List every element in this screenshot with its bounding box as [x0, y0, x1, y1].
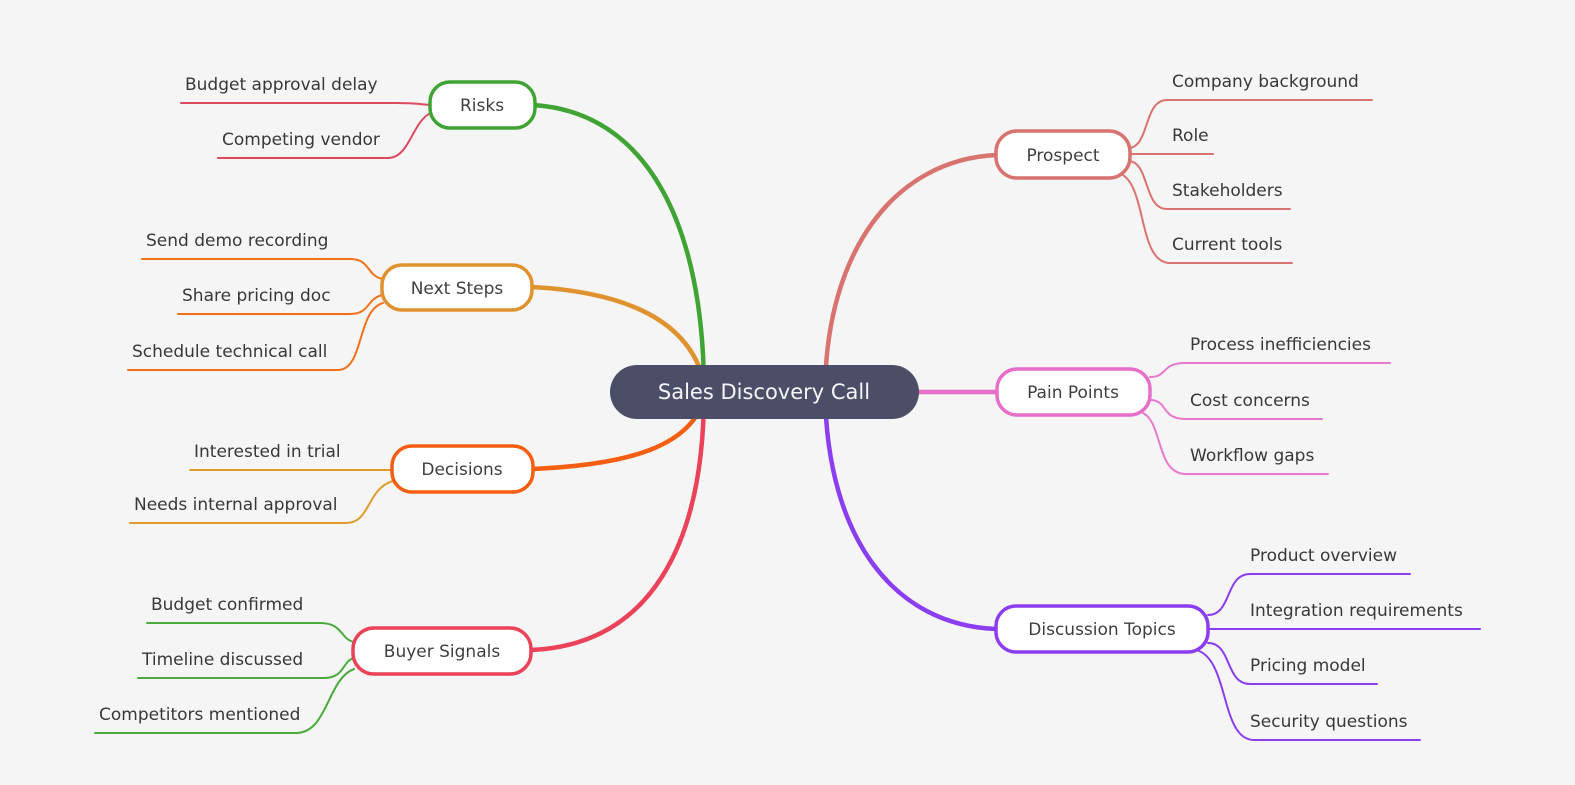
leaf-line-risks-0 — [180, 102, 432, 106]
leaf-item-buyer-signals-0[interactable]: Budget confirmed — [151, 595, 303, 615]
leaf-item-prospect-2[interactable]: Stakeholders — [1172, 181, 1283, 201]
branch-node-discussion-topics[interactable] — [994, 604, 1210, 654]
branch-label-risks: Risks — [460, 96, 504, 116]
leaf-line-prospect-0 — [1127, 99, 1373, 149]
leaf-item-discussion-2[interactable]: Pricing model — [1250, 656, 1366, 676]
branch-label-decisions: Decisions — [421, 460, 502, 480]
leaf-line-risks-1 — [217, 112, 432, 159]
leaf-item-prospect-0[interactable]: Company background — [1172, 72, 1359, 92]
leaf-line-next-steps-1 — [177, 294, 384, 315]
leaf-item-discussion-0[interactable]: Product overview — [1250, 546, 1397, 566]
branch-label-pain-points: Pain Points — [1027, 383, 1119, 403]
leaf-item-risks-0[interactable]: Budget approval delay — [185, 75, 378, 95]
leaf-item-buyer-signals-1[interactable]: Timeline discussed — [141, 650, 303, 670]
leaf-item-prospect-1[interactable]: Role — [1172, 126, 1209, 146]
leaf-line-discussion-0 — [1207, 573, 1411, 616]
leaf-item-risks-1[interactable]: Competing vendor — [222, 130, 380, 150]
leaf-item-decisions-1[interactable]: Needs internal approval — [134, 495, 338, 515]
leaf-item-discussion-1[interactable]: Integration requirements — [1250, 601, 1463, 621]
branch-node-buyer-signals[interactable] — [351, 626, 533, 676]
leaf-item-next-steps-0[interactable]: Send demo recording — [146, 231, 328, 251]
leaf-line-discussion-3 — [1198, 650, 1421, 741]
leaf-item-decisions-0[interactable]: Interested in trial — [194, 442, 341, 462]
leaf-item-buyer-signals-2[interactable]: Competitors mentioned — [99, 705, 300, 725]
central-node-label: Sales Discovery Call — [658, 380, 870, 404]
leaf-item-pain-points-2[interactable]: Workflow gaps — [1190, 446, 1314, 466]
leaf-item-pain-points-1[interactable]: Cost concerns — [1190, 391, 1310, 411]
leaf-line-prospect-2 — [1127, 160, 1291, 210]
leaf-item-discussion-3[interactable]: Security questions — [1250, 712, 1408, 732]
branch-label-prospect: Prospect — [1026, 146, 1099, 166]
leaf-item-prospect-3[interactable]: Current tools — [1172, 235, 1282, 255]
branch-edge-discussion-topics — [822, 389, 999, 632]
branch-edge-risks — [530, 102, 707, 395]
branch-label-buyer-signals: Buyer Signals — [384, 642, 501, 662]
branch-edge-buyer-signals — [528, 389, 707, 653]
branch-label-discussion-topics: Discussion Topics — [1028, 620, 1176, 640]
branch-node-risks[interactable] — [428, 80, 537, 130]
branch-node-prospect[interactable] — [994, 129, 1132, 180]
leaf-line-prospect-3 — [1120, 173, 1293, 264]
leaf-item-pain-points-0[interactable]: Process inefficiencies — [1190, 335, 1371, 355]
leaf-line-discussion-2 — [1207, 642, 1378, 685]
leaf-line-next-steps-0 — [141, 258, 384, 280]
central-node[interactable] — [610, 365, 919, 419]
leaf-line-buyer-signals-1 — [137, 657, 355, 679]
branch-node-pain-points[interactable] — [995, 367, 1152, 417]
leaf-line-buyer-signals-0 — [146, 622, 355, 643]
leaf-line-pain-points-1 — [1149, 399, 1323, 420]
leaf-line-pain-points-2 — [1142, 412, 1329, 475]
leaf-item-next-steps-2[interactable]: Schedule technical call — [132, 342, 327, 362]
branch-label-next-steps: Next Steps — [411, 279, 504, 299]
leaf-line-decisions-1 — [129, 480, 394, 524]
leaf-line-buyer-signals-2 — [94, 668, 355, 734]
leaf-line-pain-points-0 — [1149, 362, 1391, 378]
branch-edge-prospect — [822, 152, 999, 395]
branch-node-next-steps[interactable] — [380, 263, 534, 312]
leaf-line-next-steps-2 — [127, 302, 384, 371]
branch-node-decisions[interactable] — [390, 444, 535, 494]
leaf-item-next-steps-1[interactable]: Share pricing doc — [182, 286, 331, 306]
